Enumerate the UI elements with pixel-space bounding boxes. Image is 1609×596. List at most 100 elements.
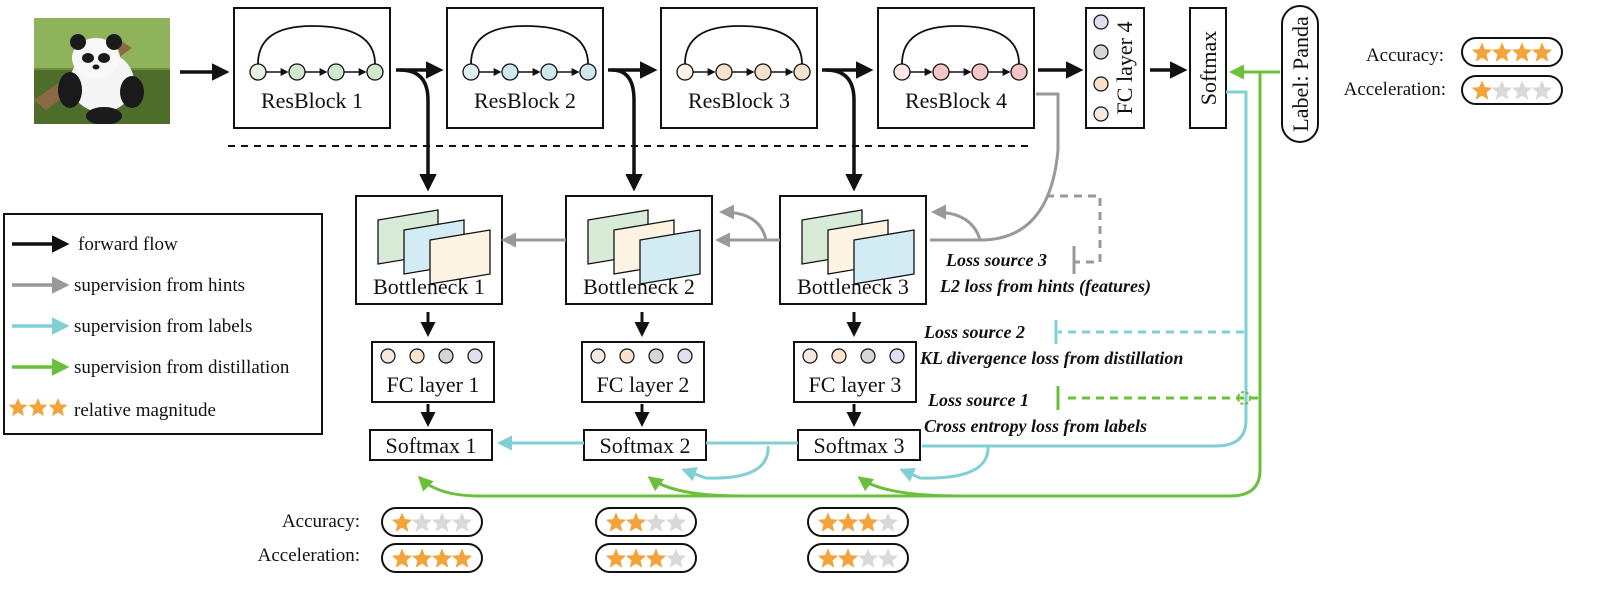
bottom-accuracy-label: Accuracy: <box>282 511 360 532</box>
star-icon <box>411 512 433 532</box>
fc-layer-4-label: FC layer 4 <box>1112 22 1137 115</box>
fc-layers: FC layer 1 FC layer 2 FC layer 3 <box>371 341 917 403</box>
star-icon <box>817 548 839 568</box>
softmax-3: Softmax 3 <box>797 429 921 461</box>
star-icon <box>431 548 453 568</box>
resblock-4: ResBlock 4 <box>877 7 1035 129</box>
loss-source-1-desc: Cross entropy loss from labels <box>924 416 1147 436</box>
star-icon <box>1491 42 1513 62</box>
label-panda-text: Label: Panda <box>1288 16 1313 132</box>
top-accuracy-rating <box>1461 37 1563 67</box>
softmax-label: Softmax 2 <box>599 433 690 458</box>
legend-label: supervision from distillation <box>74 357 290 378</box>
top-accuracy-label: Accuracy: <box>1366 45 1444 66</box>
star-icon <box>1491 80 1513 100</box>
legend-item-3: supervision from labels <box>12 316 252 337</box>
fc-layer-label: FC layer 3 <box>809 372 902 397</box>
fc-layer-3: FC layer 3 <box>793 341 917 403</box>
star-icon <box>1531 42 1553 62</box>
star-icon <box>411 548 433 568</box>
softmax-label: Softmax 1 <box>385 433 476 458</box>
star-icon <box>665 548 687 568</box>
bottleneck-1-accuracy-rating <box>381 507 483 537</box>
legend-label: supervision from labels <box>74 316 252 337</box>
bottleneck-label: Bottleneck 2 <box>583 274 695 299</box>
star-icon <box>857 512 879 532</box>
resblock-1: ResBlock 1 <box>233 7 391 129</box>
loss-texts: Loss source 3 L2 loss from hints (featur… <box>919 250 1183 436</box>
loss-source-2-title: Loss source 2 <box>923 322 1025 342</box>
top-metrics: Accuracy: Acceleration: <box>1344 37 1563 105</box>
bottleneck-2-accuracy-rating <box>595 507 697 537</box>
star-icon <box>817 512 839 532</box>
resblocks: ResBlock 1 ResBlock 2 ResBlock 3 ResBlock 4 <box>233 7 1035 129</box>
fc-layer-1: FC layer 1 <box>371 341 495 403</box>
star-icon <box>625 548 647 568</box>
fc-layer-4: FC layer 4 <box>1085 7 1145 129</box>
star-icon <box>645 548 667 568</box>
star-icon <box>431 512 453 532</box>
legend-item-5: relative magnitude <box>8 398 216 421</box>
star-icon <box>1471 80 1493 100</box>
resblock-3: ResBlock 3 <box>660 7 818 129</box>
star-icon <box>28 398 48 417</box>
star-icon <box>451 548 473 568</box>
softmax-2: Softmax 2 <box>583 429 707 461</box>
bottleneck-2-acceleration-rating <box>595 543 697 573</box>
star-icon <box>451 512 473 532</box>
resblock-label: ResBlock 3 <box>688 88 790 113</box>
resblock-label: ResBlock 4 <box>905 88 1007 113</box>
softmax-1: Softmax 1 <box>369 429 493 461</box>
resblock-label: ResBlock 1 <box>261 88 363 113</box>
bottleneck-3-acceleration-rating <box>807 543 909 573</box>
label-supervision-arrows <box>497 90 1248 482</box>
star-icon <box>1511 42 1533 62</box>
star-icon <box>625 512 647 532</box>
bottleneck-3: Bottleneck 3 <box>779 195 927 305</box>
star-icon <box>877 512 899 532</box>
loss-source-2-desc: KL divergence loss from distillation <box>919 348 1183 368</box>
distillation-arrows <box>417 64 1280 498</box>
legend-item-2: supervision from hints <box>12 275 245 296</box>
bottom-metrics: Accuracy: Acceleration: <box>258 507 909 573</box>
top-acceleration-rating <box>1461 75 1563 105</box>
softmaxes: Softmax 1 Softmax 2 Softmax 3 <box>369 429 921 461</box>
bottom-acceleration-label: Acceleration: <box>258 545 360 566</box>
star-icon <box>391 548 413 568</box>
bottleneck-label: Bottleneck 3 <box>797 274 909 299</box>
bottleneck-1-acceleration-rating <box>381 543 483 573</box>
legend-label: forward flow <box>78 234 178 255</box>
resblock-label: ResBlock 2 <box>474 88 576 113</box>
softmax-top: Softmax <box>1189 7 1227 129</box>
legend: forward flow supervision from hints superv… <box>3 213 323 435</box>
star-icon <box>645 512 667 532</box>
softmax-top-label: Softmax <box>1196 31 1221 106</box>
star-icon <box>857 548 879 568</box>
star-icon <box>8 398 28 417</box>
loss-source-3-desc: L2 loss from hints (features) <box>939 276 1151 297</box>
bottleneck-2: Bottleneck 2 <box>565 195 713 305</box>
legend-item-4: supervision from distillation <box>12 357 290 378</box>
legend-label: supervision from hints <box>74 275 245 296</box>
star-icon <box>837 512 859 532</box>
star-icon <box>391 512 413 532</box>
resblock-2: ResBlock 2 <box>446 7 604 129</box>
top-acceleration-label: Acceleration: <box>1344 79 1446 100</box>
fc-layer-2: FC layer 2 <box>581 341 705 403</box>
bottleneck-1: Bottleneck 1 <box>355 195 503 305</box>
forward-arrows-top <box>180 61 1188 192</box>
star-icon <box>1511 80 1533 100</box>
star-icon <box>605 548 627 568</box>
bottleneck-label: Bottleneck 1 <box>373 274 485 299</box>
loss-source-1-title: Loss source 1 <box>927 390 1029 410</box>
bottlenecks: Bottleneck 1 Bottleneck 2 Bottleneck 3 <box>355 195 927 305</box>
star-icon <box>877 548 899 568</box>
star-icon <box>1471 42 1493 62</box>
star-icon <box>665 512 687 532</box>
star-icon <box>48 398 68 417</box>
fc-layer-label: FC layer 1 <box>387 372 480 397</box>
star-icon <box>1531 80 1553 100</box>
panda-image <box>34 18 170 124</box>
fc-layer-label: FC layer 2 <box>597 372 690 397</box>
